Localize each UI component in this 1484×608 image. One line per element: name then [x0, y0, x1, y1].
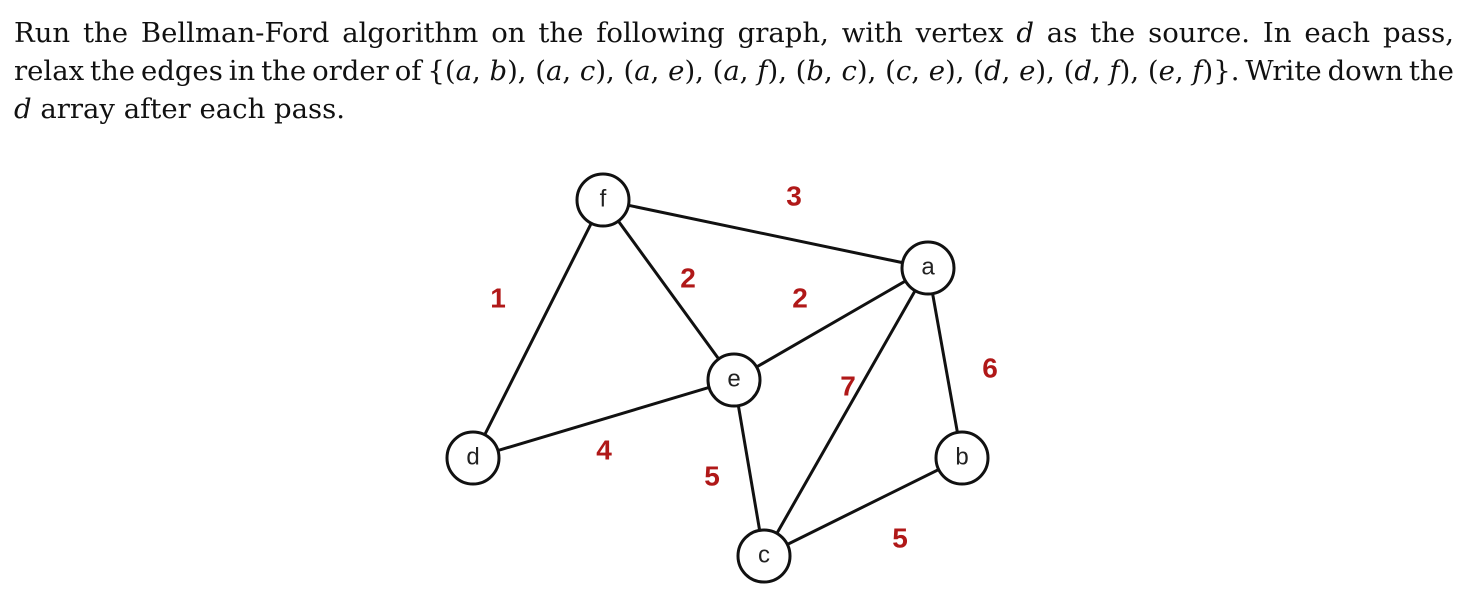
node-circle-a [900, 240, 956, 296]
node-circle-e [706, 352, 762, 408]
edge-f-e [601, 198, 736, 382]
node-c: c [736, 528, 792, 584]
edge-f-d [471, 198, 605, 460]
node-circle-f [575, 172, 631, 228]
edge-f-a [601, 198, 930, 270]
edge-weight-d-e: 4 [596, 435, 612, 466]
edge-weight-a-b: 6 [982, 353, 998, 384]
edge-weight-e-c: 5 [704, 461, 720, 492]
question-line-3: d array after each pass. [14, 93, 345, 125]
node-circle-b [934, 430, 990, 486]
node-f: f [575, 172, 631, 228]
edge-a-c [762, 266, 930, 558]
edge-weight-c-b: 5 [892, 523, 908, 554]
node-label-c: c [758, 542, 770, 569]
node-label-e: e [727, 366, 740, 393]
edge-weight-f-d: 1 [490, 283, 506, 314]
node-e: e [706, 352, 762, 408]
edge-d-e [471, 378, 736, 460]
node-a: a [900, 240, 956, 296]
node-circle-c [736, 528, 792, 584]
node-d: d [445, 430, 501, 486]
edge-weight-e-a: 2 [792, 283, 808, 314]
node-label-a: a [921, 254, 935, 281]
edge-a-b [926, 266, 964, 460]
node-label-f: f [600, 186, 607, 213]
node-label-d: d [466, 444, 479, 471]
edge-e-a [732, 266, 930, 382]
edge-weight-f-a: 3 [786, 181, 802, 212]
edge-e-c [732, 378, 766, 558]
node-circle-d [445, 430, 501, 486]
edge-c-b [762, 456, 964, 558]
node-b: b [934, 430, 990, 486]
edge-weight-f-e: 2 [680, 263, 696, 294]
edge-weight-a-c: 7 [840, 371, 856, 402]
node-label-b: b [955, 444, 968, 471]
